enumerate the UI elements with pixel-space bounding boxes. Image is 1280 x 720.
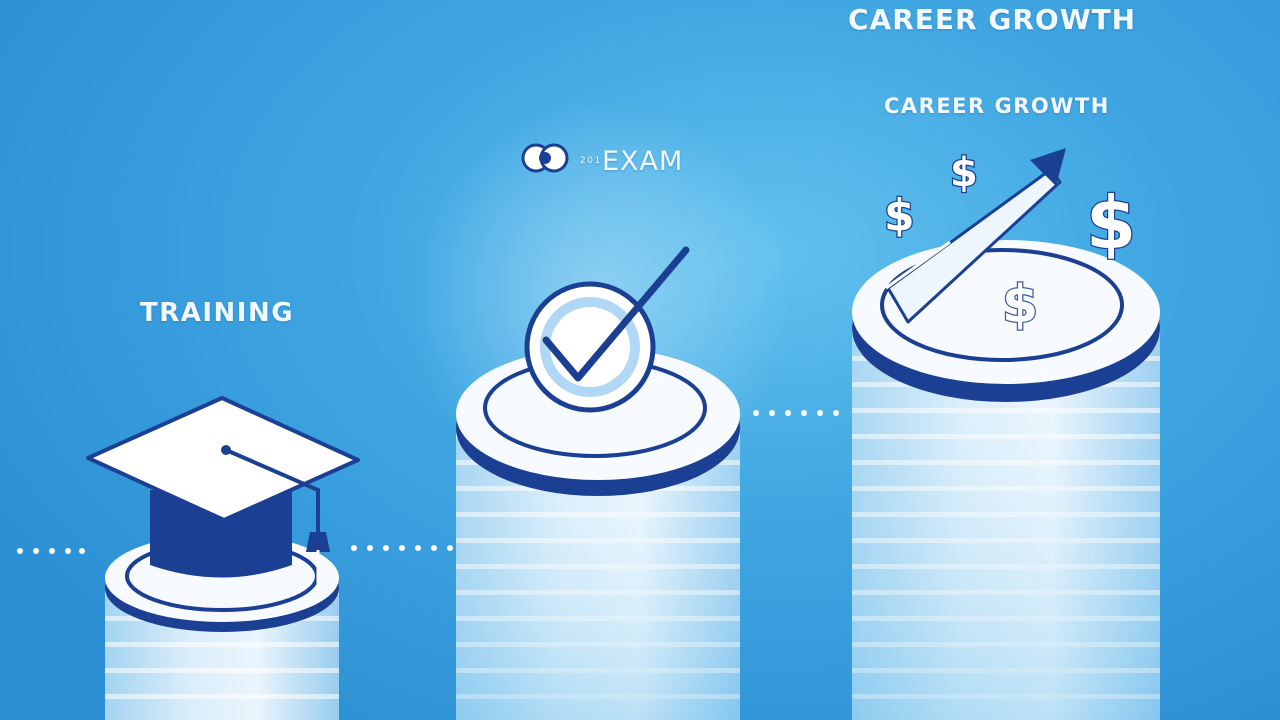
training-label: TRAINING [140, 298, 295, 328]
exam-logo-icon [521, 143, 569, 173]
top-heading: CAREER GROWTH [848, 3, 1137, 36]
dollar-sign-icon: $ [1086, 181, 1136, 265]
dollar-sign-icon: $ [884, 190, 915, 241]
dollar-sign-icon: $ [950, 150, 978, 196]
training-pillar [105, 534, 339, 720]
dollar-sign-icon: $ $ $ $ [883, 149, 1138, 337]
dotted-connector-left [17, 548, 85, 554]
dollar-sign-icon: $ [1002, 275, 1038, 335]
growth-arrow-icon [885, 148, 1066, 324]
exam-logo-text: 201 [580, 156, 602, 166]
dotted-connector-right [753, 410, 839, 416]
career-pillar [852, 240, 1160, 720]
exam-label: EXAM [602, 146, 684, 177]
graduation-cap-icon [86, 396, 360, 588]
dotted-connector-middle [351, 545, 453, 551]
exam-pillar [456, 348, 740, 720]
career-growth-label: CAREER GROWTH [884, 94, 1110, 118]
checkmark-icon [524, 246, 690, 413]
